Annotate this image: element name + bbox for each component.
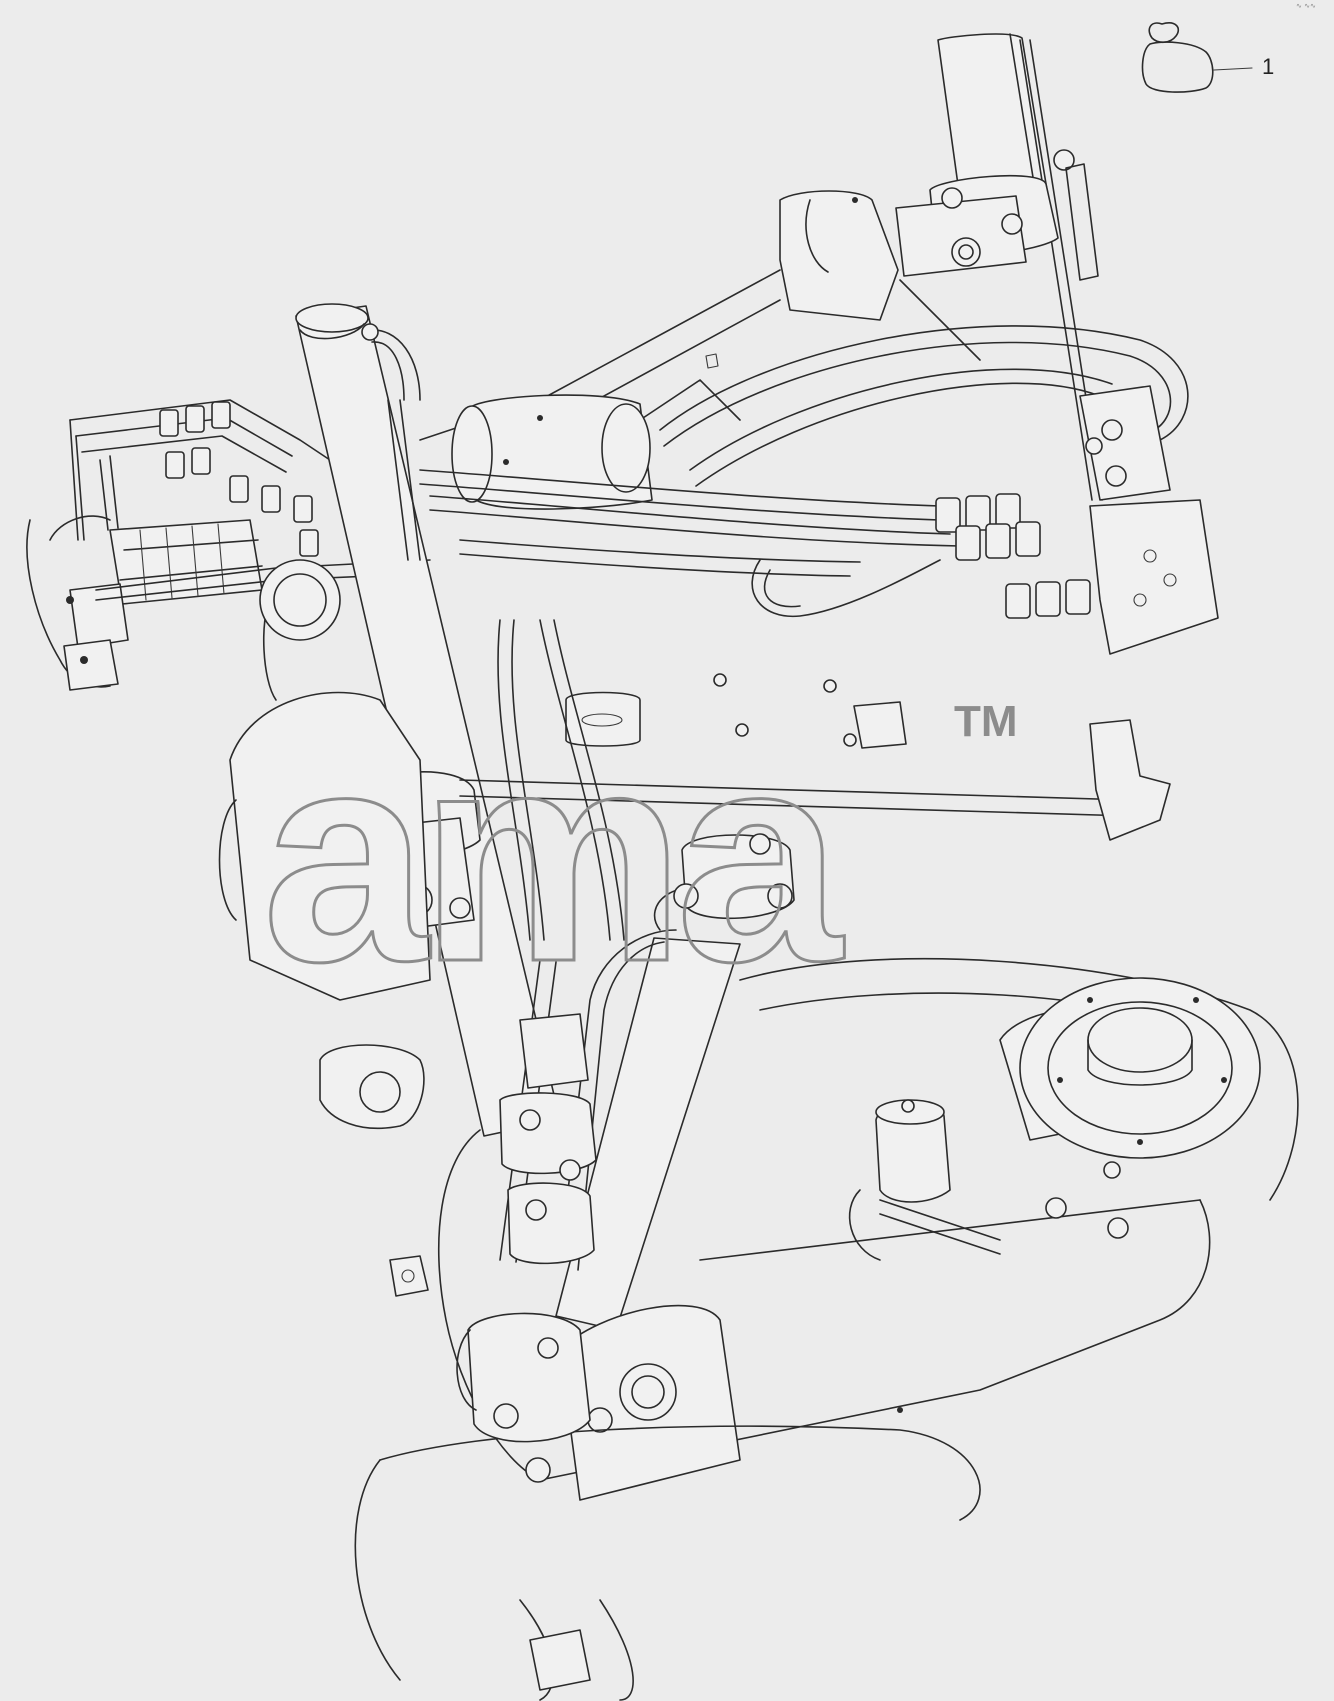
watermark-text: ama	[262, 688, 844, 1024]
right-hub-motor	[848, 977, 1261, 1261]
watermark: ama TM	[261, 687, 1018, 1026]
upper-hose-bundle	[419, 325, 1189, 618]
diagonal-lower-cylinder	[499, 833, 795, 1331]
lower-pivot-fittings	[389, 1255, 591, 1483]
upper-mast-arm	[895, 33, 1103, 501]
central-drum	[451, 394, 653, 510]
right-fittings-manifold	[935, 385, 1219, 655]
left-mount-housing	[218, 559, 431, 1130]
valve-fittings	[159, 401, 319, 557]
watermark-trademark: TM	[954, 697, 1018, 746]
callout-label-1: 1	[1262, 54, 1275, 79]
left-hose-cluster	[497, 619, 625, 1265]
mid-cross-rail	[459, 673, 1171, 841]
left-valve-block	[26, 399, 431, 691]
corner-mark: ∿ ∿∿	[1296, 2, 1316, 10]
callout-part-1-outline	[1141, 22, 1253, 93]
